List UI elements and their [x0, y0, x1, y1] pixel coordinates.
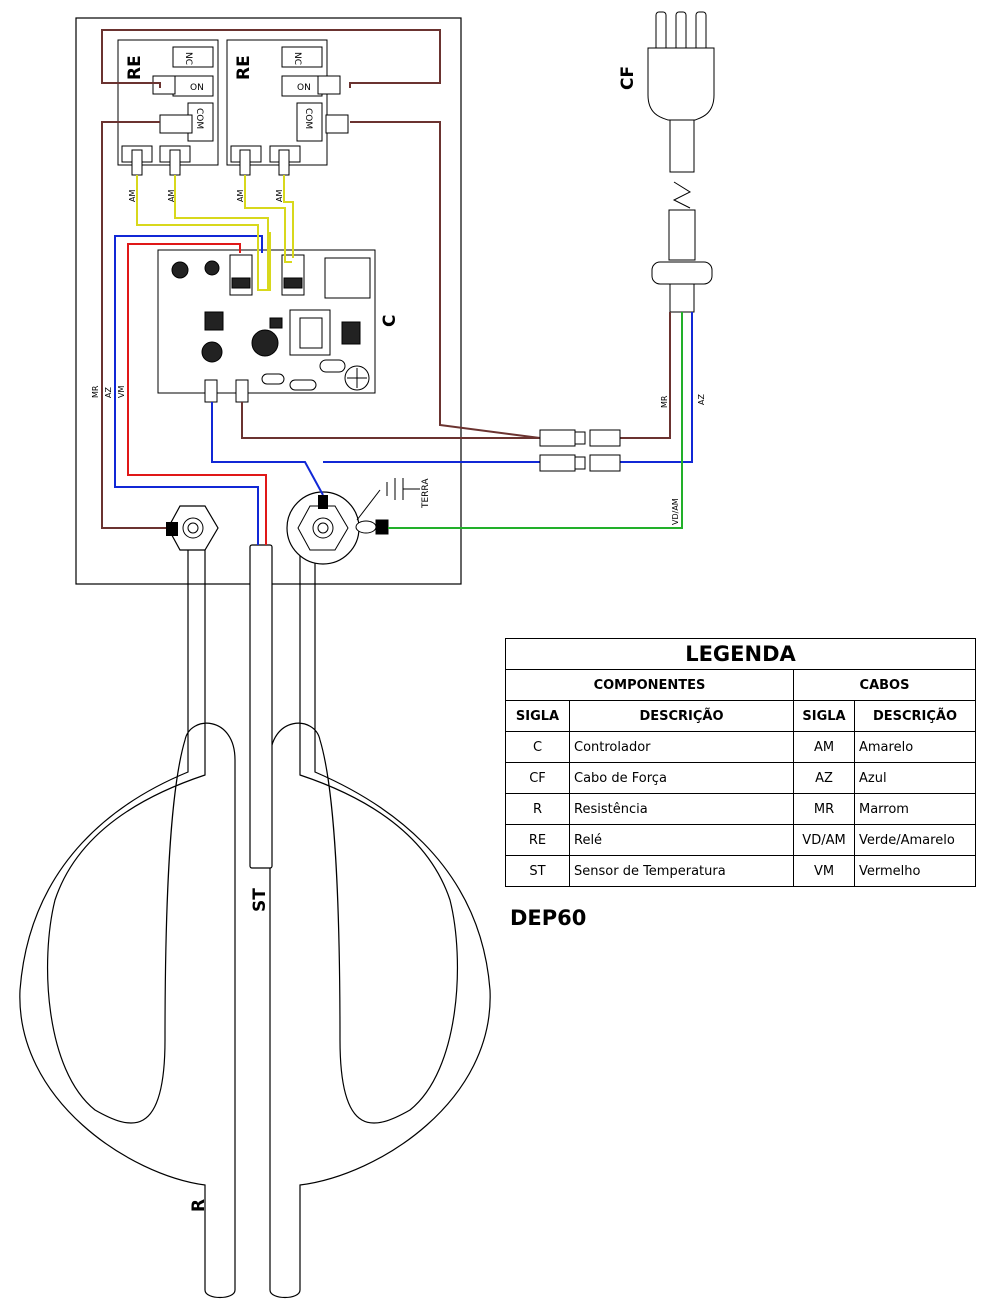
wire-marrom: [101, 29, 441, 88]
legend-cell-cab-desc: Amarelo: [854, 731, 976, 763]
legend-cell-comp-desc: Sensor de Temperatura: [569, 855, 794, 887]
wires: [101, 29, 693, 545]
wire-verde: [388, 312, 683, 529]
legend-table: LEGENDA COMPONENTES CABOS SIGLA DESCRIÇÃ…: [505, 638, 976, 887]
model-name: DEP60: [510, 906, 587, 930]
power-cord-label: CF: [618, 66, 638, 90]
relay-2-com-label: COM: [303, 108, 313, 129]
relay-2-nc-label: NC: [292, 52, 302, 65]
legend-cell-comp-desc: Relé: [569, 824, 794, 856]
controller-label: C: [380, 315, 400, 327]
wire-lug-right: [318, 495, 328, 509]
temperature-sensor: [249, 544, 273, 869]
relay-2-no-label: ON: [297, 83, 311, 93]
legend-components-header: COMPONENTES: [505, 669, 794, 701]
wire-label-az-right: AZ: [697, 394, 706, 405]
legend-title: LEGENDA: [505, 638, 976, 670]
relay-label-1: RE: [125, 55, 145, 80]
legend-cell-comp-sigla: R: [505, 793, 570, 825]
splice-connectors: [539, 429, 621, 472]
legend-cell-comp-desc: Cabo de Força: [569, 762, 794, 794]
legend-sigla-header: SIGLA: [793, 700, 855, 732]
wire-lug-left: [166, 522, 178, 536]
wire-vermelho: [127, 243, 267, 545]
legend-descricao-header: DESCRIÇÃO: [569, 700, 794, 732]
wire-label-am-4: AM: [275, 190, 284, 202]
wire-azul: [620, 312, 693, 463]
terminal-right: [286, 491, 360, 565]
wire-azul: [114, 235, 263, 545]
wire-label-vm-left: VM: [117, 386, 126, 398]
legend-cell-comp-sigla: RE: [505, 824, 570, 856]
legend-descricao-header: DESCRIÇÃO: [854, 700, 976, 732]
wire-label-am-2: AM: [167, 190, 176, 202]
legend-cables-header: CABOS: [793, 669, 976, 701]
relay-1: [117, 39, 219, 176]
wire-amarelo: [174, 175, 269, 290]
ground-label: TERRA: [421, 478, 431, 509]
wire-label-am-3: AM: [236, 190, 245, 202]
wire-amarelo: [283, 175, 294, 258]
legend-cell-comp-desc: Resistência: [569, 793, 794, 825]
wire-marrom: [101, 121, 166, 529]
legend-cell-cab-desc: Marrom: [854, 793, 976, 825]
sensor-label: ST: [250, 888, 270, 912]
relay-1-com-label: COM: [194, 108, 204, 129]
wire-label-az-left: AZ: [104, 387, 113, 398]
legend-cell-cab-sigla: VD/AM: [793, 824, 855, 856]
relay-2: [226, 39, 349, 176]
legend-cell-comp-sigla: ST: [505, 855, 570, 887]
terminal-left: [167, 505, 219, 551]
legend-cell-cab-desc: Azul: [854, 762, 976, 794]
relay-1-no-label: ON: [190, 83, 204, 93]
legend-cell-comp-sigla: C: [505, 731, 570, 763]
legend-cell-cab-sigla: MR: [793, 793, 855, 825]
wire-label-am-1: AM: [128, 190, 137, 202]
wire-label-mr-left: MR: [91, 385, 100, 398]
legend-cell-cab-sigla: VM: [793, 855, 855, 887]
legend-cell-cab-desc: Vermelho: [854, 855, 976, 887]
legend-cell-cab-sigla: AM: [793, 731, 855, 763]
wire-marrom: [241, 402, 540, 439]
wire-amarelo: [136, 175, 271, 291]
resistance-label: R: [189, 1199, 209, 1212]
wire-marrom: [350, 121, 541, 439]
legend-sigla-header: SIGLA: [505, 700, 570, 732]
wire-label-mr-right: MR: [660, 395, 669, 408]
wire-amarelo: [244, 175, 292, 263]
wire-azul: [211, 402, 324, 496]
legend-cell-comp-sigla: CF: [505, 762, 570, 794]
relay-1-nc-label: NC: [183, 52, 193, 65]
legend-cell-comp-desc: Controlador: [569, 731, 794, 763]
wire-label-vdam: VD/AM: [671, 498, 680, 525]
wire-marrom: [620, 312, 671, 439]
relay-label-2: RE: [234, 55, 254, 80]
legend-cell-cab-sigla: AZ: [793, 762, 855, 794]
controller-board: [157, 249, 376, 403]
ground-symbol: [355, 478, 420, 535]
legend-cell-cab-desc: Verde/Amarelo: [854, 824, 976, 856]
power-plug: [647, 11, 715, 313]
heating-resistance: [19, 545, 491, 1299]
